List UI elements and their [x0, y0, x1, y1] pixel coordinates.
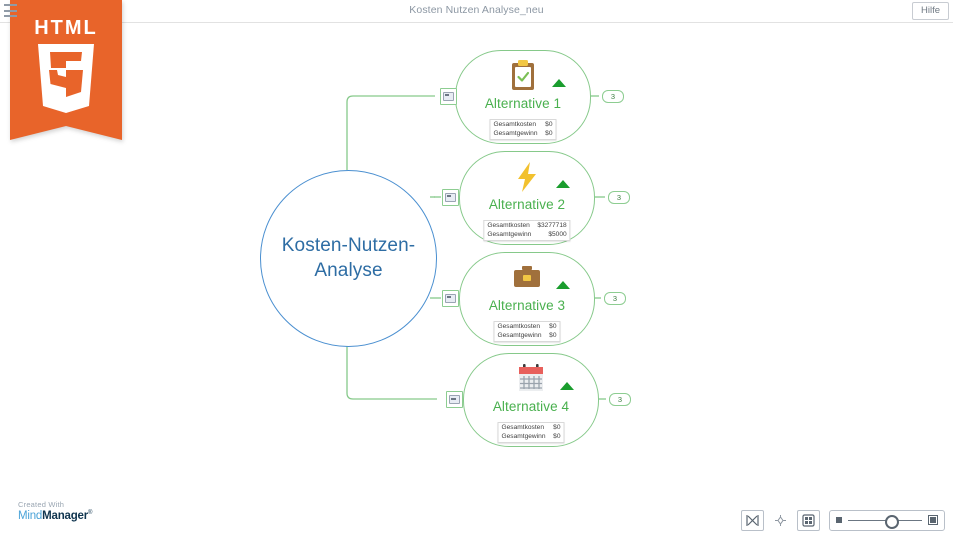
center-map-icon — [775, 514, 786, 526]
zoom-slider-group[interactable] — [829, 509, 945, 531]
table-row: Gesamtgewinn $0 — [494, 331, 560, 341]
fit-to-page-icon — [746, 514, 759, 526]
zoom-slider[interactable] — [848, 514, 922, 529]
cost-benefit-table: Gesamtkosten $0 Gesamtgewinn $0 — [493, 321, 561, 342]
collapse-button-alternative-3[interactable] — [442, 290, 459, 307]
collapse-box-icon — [449, 395, 460, 404]
table-cell-key: Gesamtgewinn — [497, 332, 542, 340]
collapse-button-alternative-2[interactable] — [442, 189, 459, 206]
green-up-triangle-icon — [556, 281, 570, 289]
collapse-button-alternative-1[interactable] — [440, 88, 457, 105]
topic-label: Alternative 4 — [492, 399, 570, 414]
topic-label: Alternative 2 — [488, 197, 566, 212]
table-row: Gesamtkosten $0 — [494, 322, 560, 332]
table-row: Gesamtkosten $3277718 — [484, 221, 570, 231]
zoom-slider-knob[interactable] — [885, 514, 899, 529]
calendar-icon — [514, 362, 548, 396]
table-row: Gesamtgewinn $5000 — [484, 230, 570, 240]
table-cell-value: $3277718 — [537, 222, 567, 229]
table-row: Gesamtkosten $0 — [498, 423, 564, 433]
subtopic-count-badge-4[interactable]: 3 — [609, 393, 631, 406]
fit-to-page-button[interactable] — [741, 509, 764, 531]
topic-label: Alternative 1 — [484, 96, 562, 111]
view-toolbar — [741, 509, 945, 531]
table-row: Gesamtgewinn $0 — [498, 432, 564, 442]
brand-manager: Manager — [42, 510, 89, 522]
brand-registered-mark: ® — [88, 510, 93, 517]
table-cell-value: $5000 — [548, 231, 567, 239]
help-button[interactable]: Hilfe — [912, 2, 949, 20]
hamburger-icon[interactable] — [4, 4, 17, 17]
table-cell-key: Gesamtkosten — [487, 222, 530, 229]
lightning-bolt-icon — [510, 160, 544, 194]
table-cell-key: Gesamtkosten — [493, 121, 537, 128]
central-topic[interactable]: Kosten-Nutzen- Analyse — [260, 170, 437, 347]
table-row: Gesamtgewinn $0 — [490, 129, 556, 139]
topic-label: Alternative 3 — [488, 298, 566, 313]
cost-benefit-table: Gesamtkosten $0 Gesamtgewinn $0 — [489, 119, 557, 140]
topic-alternative-2[interactable]: Alternative 2 Gesamtkosten $3277718 Gesa… — [459, 151, 595, 245]
topic-alternative-1[interactable]: Alternative 1 Gesamtkosten $0 Gesamtgewi… — [455, 50, 591, 144]
table-cell-value: $0 — [553, 433, 561, 441]
green-up-triangle-icon — [552, 79, 566, 87]
table-cell-value: $0 — [553, 424, 561, 431]
hamburger-line — [4, 9, 17, 12]
table-row: Gesamtkosten $0 — [490, 120, 556, 130]
cost-benefit-table: Gesamtkosten $0 Gesamtgewinn $0 — [497, 422, 565, 443]
central-topic-label: Kosten-Nutzen- Analyse — [281, 235, 416, 281]
collapse-box-icon — [443, 92, 454, 101]
green-up-triangle-icon — [560, 382, 574, 390]
green-up-triangle-icon — [556, 180, 570, 188]
brand-mind: Mind — [18, 510, 43, 522]
hamburger-line — [4, 4, 17, 6]
center-map-button[interactable] — [773, 511, 788, 530]
table-cell-value: $0 — [549, 323, 557, 330]
collapse-button-alternative-4[interactable] — [446, 391, 463, 408]
created-with-label: Created With — [18, 500, 65, 509]
document-title: Kosten Nutzen Analyse_neu — [409, 4, 544, 16]
table-cell-value: $0 — [545, 121, 553, 128]
collapse-box-icon — [445, 193, 456, 202]
title-bar: Kosten Nutzen Analyse_neu Hilfe — [0, 0, 953, 23]
cost-benefit-table: Gesamtkosten $3277718 Gesamtgewinn $5000 — [483, 220, 571, 241]
topic-alternative-3[interactable]: Alternative 3 Gesamtkosten $0 Gesamtgewi… — [459, 252, 595, 346]
zoom-large-square-icon[interactable] — [928, 515, 938, 525]
table-cell-key: Gesamtkosten — [497, 323, 541, 330]
html5-badge-icon: HTML — [10, 0, 122, 146]
briefcase-icon — [510, 261, 544, 295]
overview-grid-icon — [802, 513, 815, 527]
zoom-small-square-icon[interactable] — [836, 517, 842, 523]
svg-text:HTML: HTML — [34, 17, 98, 39]
clipboard-check-icon — [506, 59, 540, 93]
collapse-box-icon — [445, 294, 456, 303]
table-cell-value: $0 — [545, 130, 553, 138]
hamburger-line — [4, 15, 17, 17]
table-cell-key: Gesamtgewinn — [501, 433, 546, 441]
table-cell-key: Gesamtgewinn — [493, 130, 538, 138]
table-cell-key: Gesamtkosten — [501, 424, 545, 431]
table-cell-key: Gesamtgewinn — [487, 231, 532, 239]
map-canvas[interactable]: Kosten-Nutzen- Analyse Alternative 1 Ges… — [0, 22, 953, 541]
mindmanager-logo: Created With MindManager® — [18, 500, 138, 522]
subtopic-count-badge-2[interactable]: 3 — [608, 191, 630, 204]
subtopic-count-badge-1[interactable]: 3 — [602, 90, 624, 103]
brand-name: MindManager® — [18, 510, 138, 522]
topic-alternative-4[interactable]: Alternative 4 Gesamtkosten $0 Gesamtgewi… — [463, 353, 599, 447]
overview-grid-button[interactable] — [797, 509, 820, 531]
table-cell-value: $0 — [549, 332, 557, 340]
subtopic-count-badge-3[interactable]: 3 — [604, 292, 626, 305]
